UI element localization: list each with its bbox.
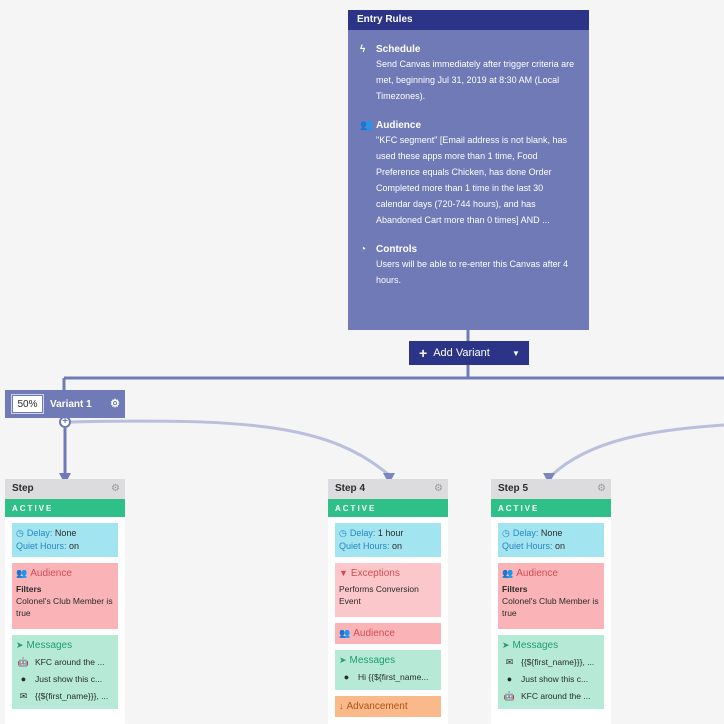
apple-icon: ● bbox=[343, 672, 350, 682]
status-badge: ACTIVE bbox=[328, 499, 448, 517]
arrow-step1 bbox=[59, 473, 71, 484]
clock-icon: ◷ bbox=[16, 528, 24, 538]
gear-icon[interactable]: ⚙ bbox=[597, 483, 606, 494]
audience-section: 👥Audience "KFC segment" [Email address i… bbox=[360, 118, 580, 228]
apple-icon: ● bbox=[20, 674, 27, 684]
users-icon: 👥 bbox=[16, 568, 28, 578]
add-step-plus-icon[interactable]: + bbox=[59, 416, 71, 428]
step-title: Step bbox=[12, 483, 34, 494]
connector-to-step5 bbox=[550, 423, 724, 477]
android-icon: 🤖 bbox=[503, 691, 516, 701]
android-icon: 🤖 bbox=[17, 657, 30, 667]
add-variant-label: Add Variant bbox=[433, 347, 490, 359]
audience-block[interactable]: 👥Audience Filters Colonel's Club Member … bbox=[498, 563, 604, 629]
audience-block[interactable]: 👥Audience Filters Colonel's Club Member … bbox=[12, 563, 118, 629]
step-card-1[interactable]: Step ⚙ ACTIVE ◷Delay: None Quiet Hours: o… bbox=[5, 479, 125, 724]
users-icon: 👥 bbox=[502, 568, 514, 578]
users-icon: 👥 bbox=[339, 628, 351, 638]
entry-rules-title: Entry Rules bbox=[348, 10, 589, 30]
list-item: ●Just show this c... bbox=[502, 671, 600, 688]
arrow-step5 bbox=[543, 473, 555, 484]
controls-label: Controls bbox=[376, 243, 418, 255]
variant-chip[interactable]: 50% Variant 1 ⚙ bbox=[5, 390, 125, 418]
advancement-block[interactable]: ↓Advancement bbox=[335, 696, 441, 717]
controls-text: Users will be able to re-enter this Canv… bbox=[376, 259, 569, 285]
chevron-down-icon[interactable]: ▼ bbox=[512, 348, 520, 358]
audience-label: Audience bbox=[376, 119, 422, 131]
delay-block[interactable]: ◷Delay: None Quiet Hours: on bbox=[498, 523, 604, 557]
step-title: Step 5 bbox=[498, 483, 529, 494]
audience-text: "KFC segment" [Email address is not blan… bbox=[376, 135, 567, 225]
variant-percent-input[interactable]: 50% bbox=[11, 394, 44, 414]
delay-block[interactable]: ◷Delay: 1 hour Quiet Hours: on bbox=[335, 523, 441, 557]
status-badge: ACTIVE bbox=[491, 499, 611, 517]
connector-variant-to-step4 bbox=[70, 419, 390, 477]
status-badge: ACTIVE bbox=[5, 499, 125, 517]
delay-block[interactable]: ◷Delay: None Quiet Hours: on bbox=[12, 523, 118, 557]
list-item: ●Hi {{${first_name... bbox=[339, 669, 437, 686]
gear-icon[interactable]: ⚙ bbox=[111, 483, 120, 494]
schedule-section: ϟ Schedule Send Canvas immediately after … bbox=[360, 42, 580, 104]
variant-name: Variant 1 bbox=[50, 398, 92, 410]
users-icon: 👥 bbox=[360, 119, 373, 131]
step-card-5[interactable]: Step 5 ⚙ ACTIVE ◷Delay: None Quiet Hours:… bbox=[491, 479, 611, 724]
send-icon: ➤ bbox=[339, 655, 347, 665]
send-icon: ➤ bbox=[16, 640, 24, 650]
entry-rules-panel[interactable]: Entry Rules ϟ Schedule Send Canvas immedi… bbox=[348, 10, 589, 330]
list-item: ✉{{${first_name}}}, ... bbox=[502, 654, 600, 671]
bolt-icon: ϟ bbox=[360, 43, 366, 55]
email-icon: ✉ bbox=[505, 657, 514, 667]
gauge-icon: ◔ bbox=[360, 243, 367, 255]
gear-icon[interactable]: ⚙ bbox=[110, 398, 120, 410]
apple-icon: ● bbox=[506, 674, 513, 684]
list-item: 🤖KFC around the ... bbox=[502, 688, 600, 705]
arrow-step4 bbox=[383, 473, 395, 484]
audience-block[interactable]: 👥Audience bbox=[335, 623, 441, 644]
schedule-text: Send Canvas immediately after trigger cr… bbox=[376, 59, 575, 101]
email-icon: ✉ bbox=[19, 691, 28, 701]
step-title: Step 4 bbox=[335, 483, 366, 494]
controls-section: ◔ Controls Users will be able to re-enter… bbox=[360, 242, 580, 288]
plus-icon: + bbox=[419, 345, 428, 361]
list-item: 🤖KFC around the ... bbox=[16, 654, 114, 671]
messages-block[interactable]: ➤Messages ●Hi {{${first_name... bbox=[335, 650, 441, 690]
exceptions-block[interactable]: ▼Exceptions Performs Conversion Event bbox=[335, 563, 441, 617]
clock-icon: ◷ bbox=[502, 528, 510, 538]
messages-block[interactable]: ➤Messages ✉{{${first_name}}}, ... ●Just … bbox=[498, 635, 604, 709]
send-icon: ➤ bbox=[502, 640, 510, 650]
list-item: ●Just show this c... bbox=[16, 671, 114, 688]
step-card-4[interactable]: Step 4 ⚙ ACTIVE ◷Delay: 1 hour Quiet Hour… bbox=[328, 479, 448, 724]
arrow-down-icon: ↓ bbox=[339, 701, 344, 711]
messages-block[interactable]: ➤Messages 🤖KFC around the ... ●Just show… bbox=[12, 635, 118, 709]
list-item: ✉{{${first_name}}}, ... bbox=[16, 688, 114, 705]
schedule-label: Schedule bbox=[376, 43, 421, 55]
add-variant-button[interactable]: + Add Variant ▼ bbox=[409, 341, 529, 365]
filter-icon: ▼ bbox=[339, 568, 348, 578]
clock-icon: ◷ bbox=[339, 528, 347, 538]
gear-icon[interactable]: ⚙ bbox=[434, 483, 443, 494]
